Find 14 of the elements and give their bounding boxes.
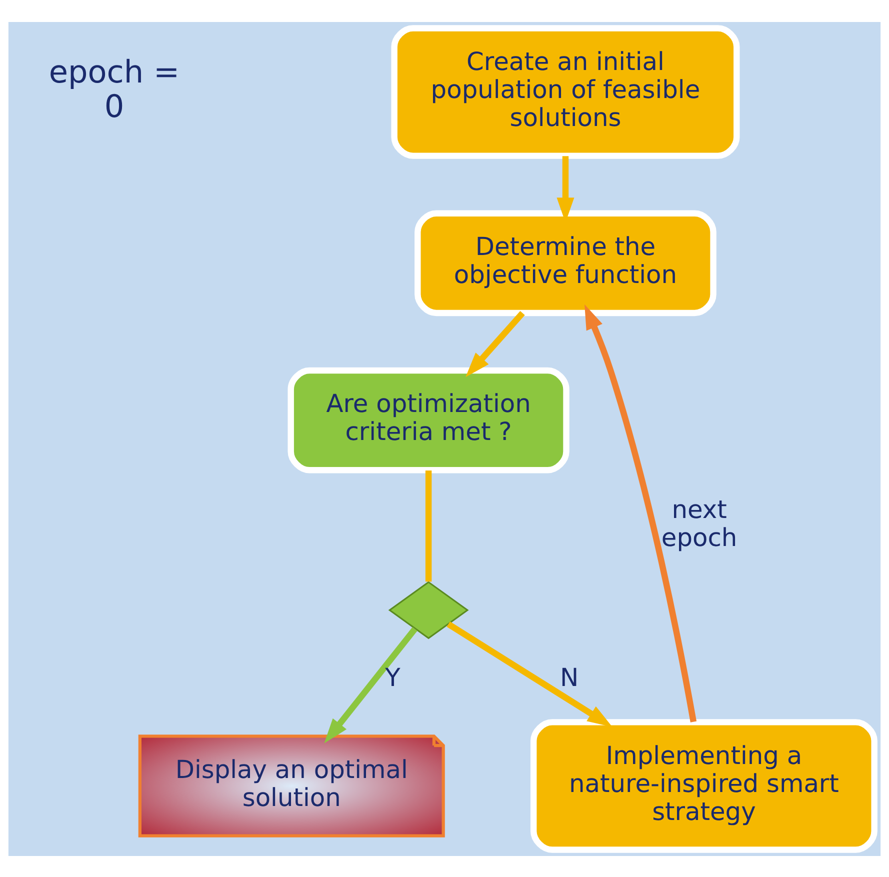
arrow: [324, 626, 418, 743]
label: epoch = 0: [48, 54, 180, 124]
edge-label: next epoch: [661, 494, 738, 552]
node-box: Implementing a nature-inspired smart strategy: [530, 718, 878, 852]
arrow: [466, 310, 525, 377]
node-box: Determine the objective function: [414, 210, 716, 316]
node-box: Are optimization criteria met ?: [288, 366, 570, 473]
arrow: [584, 304, 697, 722]
arrow: [446, 621, 612, 727]
node-box: Create an initial population of feasible solutions: [391, 24, 740, 158]
connector: [425, 470, 432, 582]
edge-label: Y: [385, 662, 400, 692]
node-diamond: [388, 580, 469, 639]
edge-label: N: [560, 662, 579, 692]
